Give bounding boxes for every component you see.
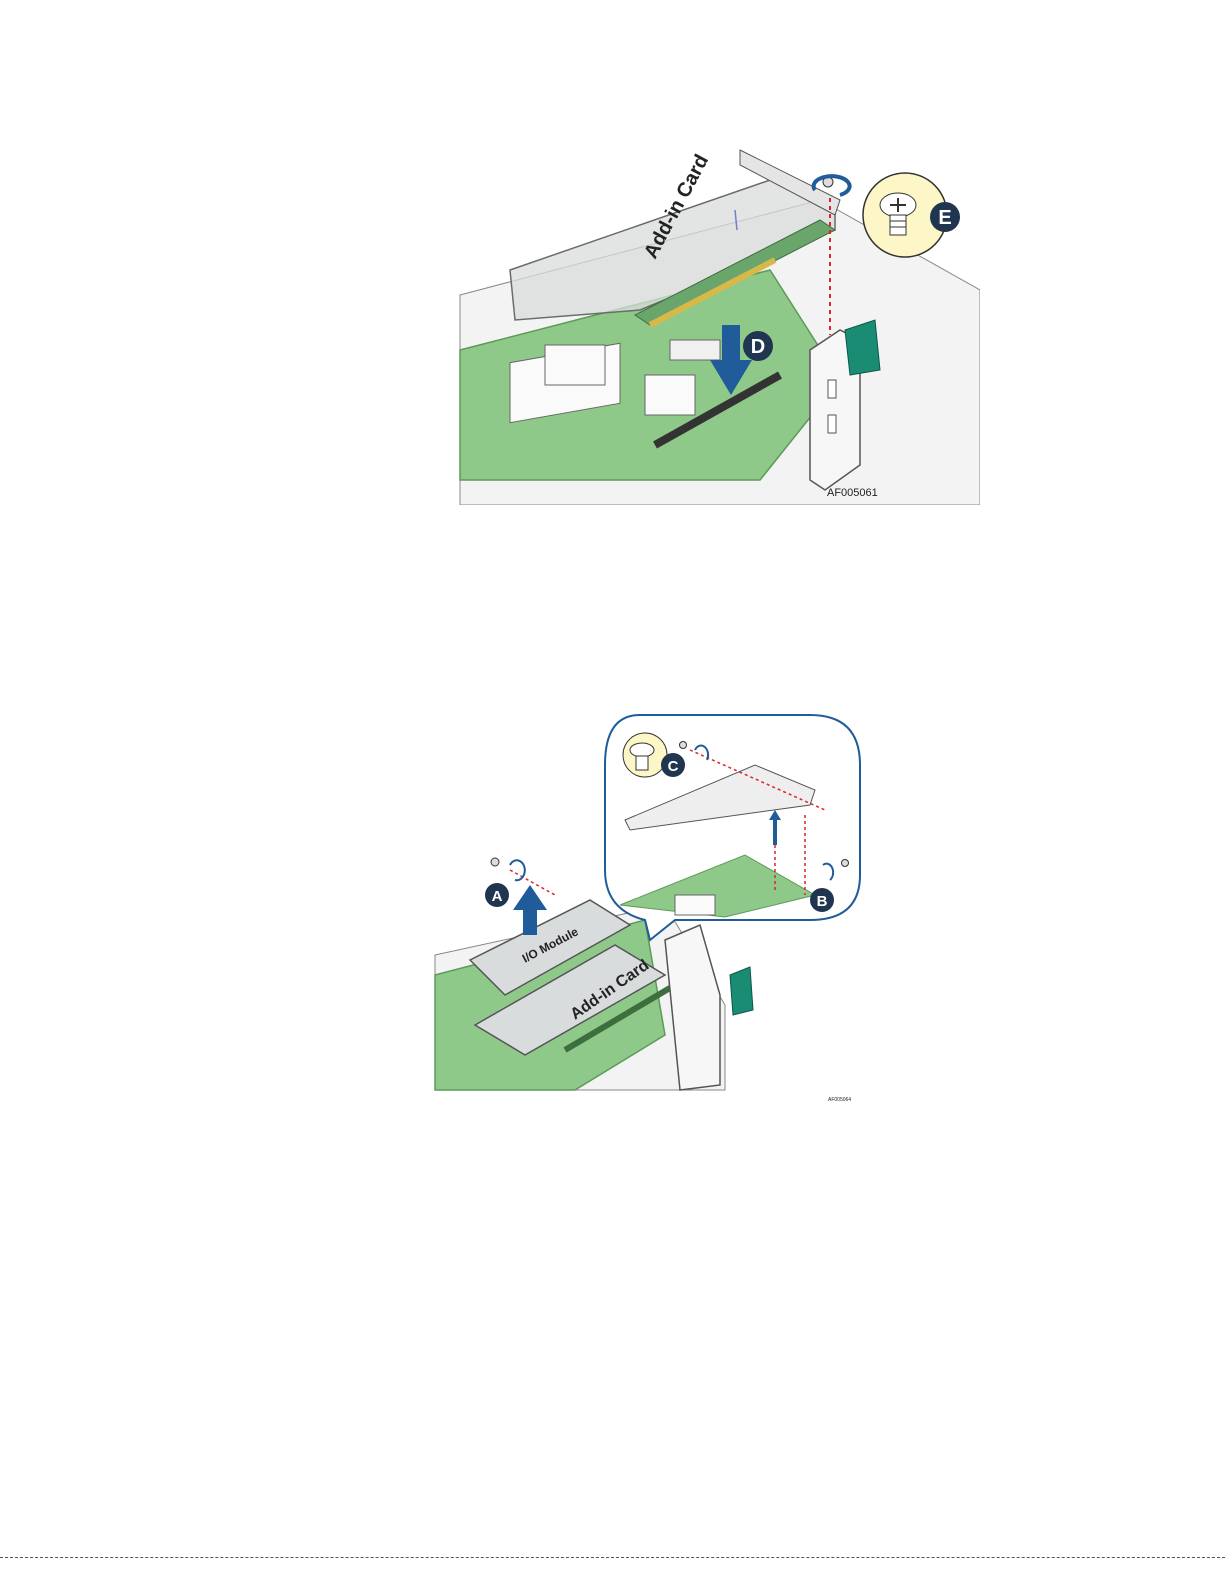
svg-text:E: E <box>938 207 951 229</box>
chip-block <box>645 375 695 415</box>
figure-2-id: AF005064 <box>828 1097 851 1103</box>
figure-1-id: AF005061 <box>827 487 878 499</box>
svg-text:C: C <box>668 758 679 775</box>
svg-text:A: A <box>492 888 503 905</box>
callout-b: B <box>810 888 834 912</box>
svg-text:B: B <box>817 893 828 910</box>
figure-2-illustration: I/O Module Add-in Card A <box>425 705 870 1110</box>
screw-detail-e: E <box>863 173 960 257</box>
bracket-hole <box>828 380 836 398</box>
release-handle <box>730 967 753 1015</box>
connector <box>670 340 720 360</box>
zoom-chip <box>675 895 715 915</box>
figure-install-add-in-card: Add-in Card D E <box>440 120 980 505</box>
figure-remove-riser-assembly: I/O Module Add-in Card A <box>425 705 870 1110</box>
callout-a: A <box>485 883 509 907</box>
screw <box>680 742 687 749</box>
screw <box>491 858 499 866</box>
release-handle <box>845 320 880 375</box>
screw <box>842 860 849 867</box>
bracket-hole <box>828 415 836 433</box>
callout-d: D <box>743 331 773 361</box>
rotation-arrow <box>510 860 525 880</box>
svg-text:D: D <box>751 336 765 358</box>
figure-1-illustration: Add-in Card D E <box>440 120 980 505</box>
chip-block <box>545 345 605 385</box>
page-footer-rule <box>0 1557 1225 1558</box>
